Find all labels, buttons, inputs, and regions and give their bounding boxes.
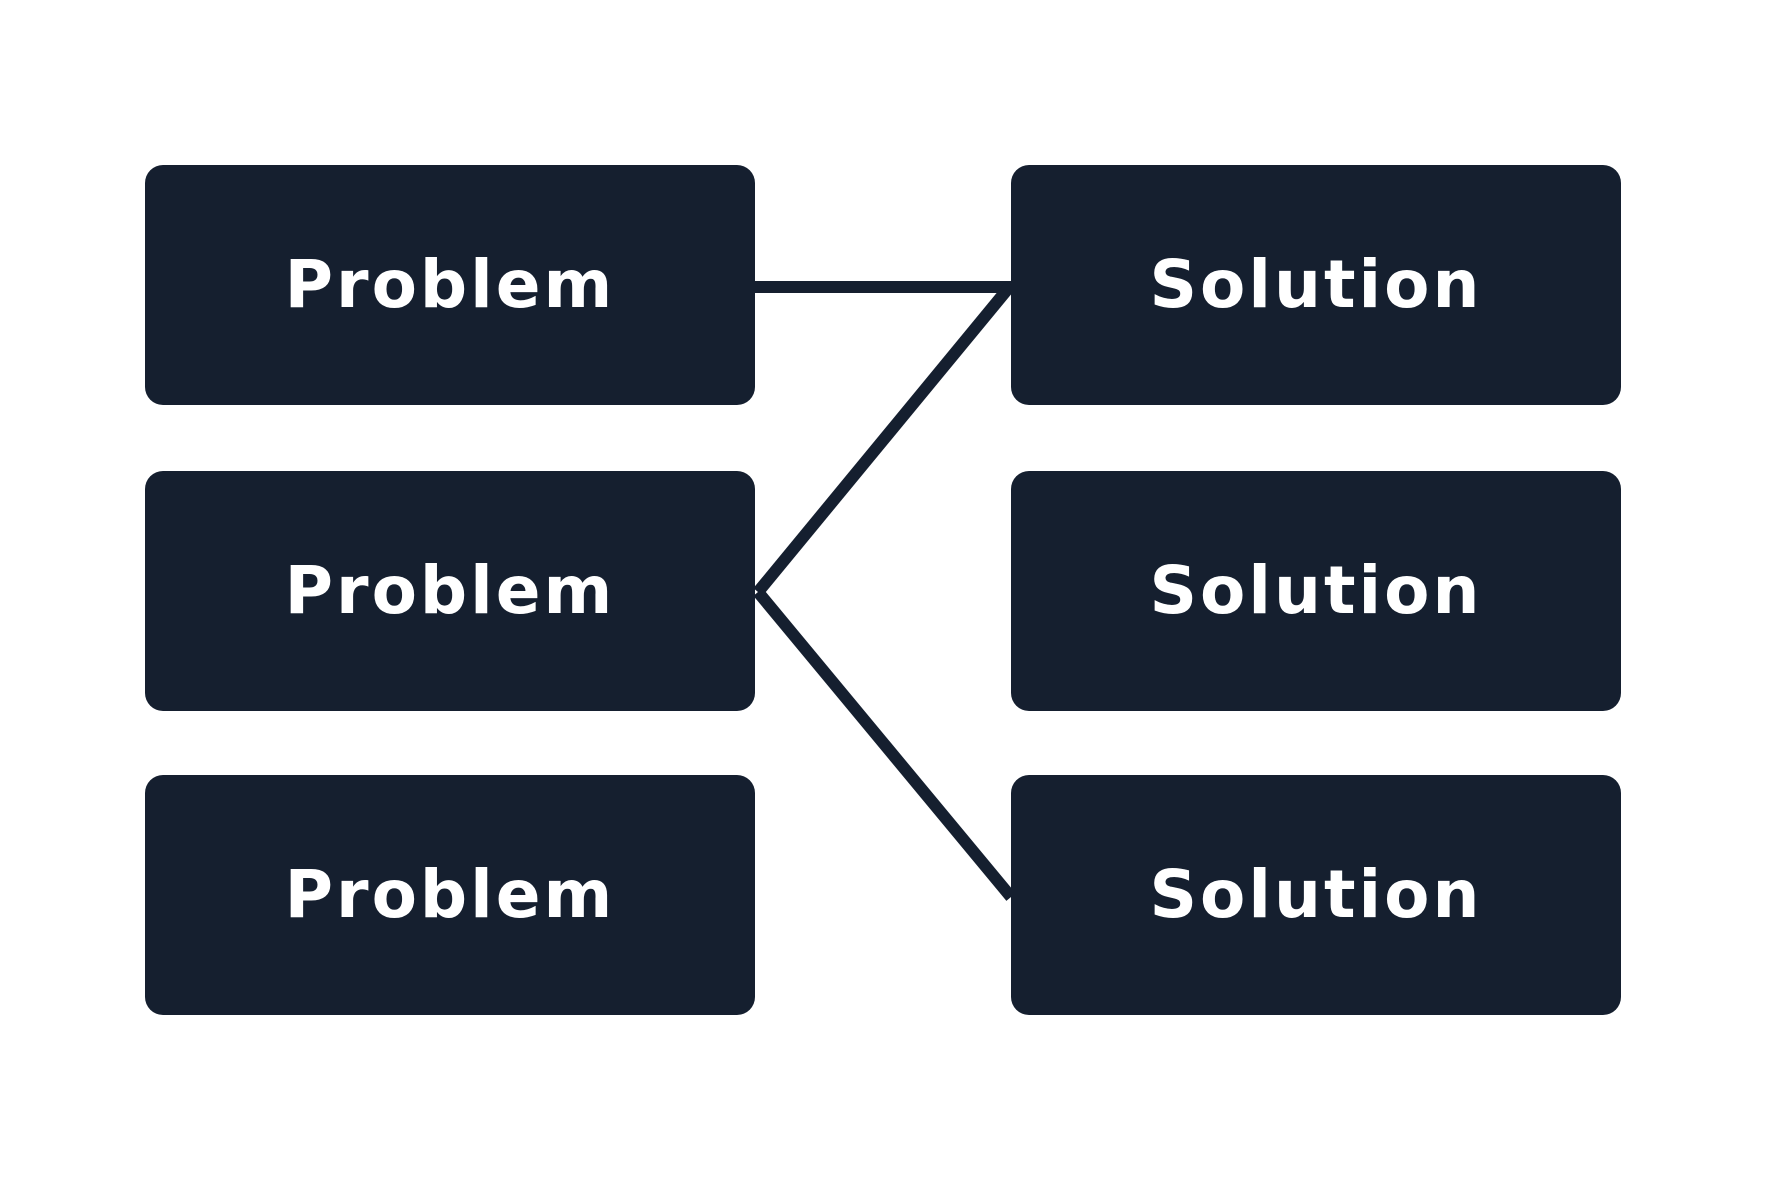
- solution-box-3: Solution: [1011, 775, 1621, 1015]
- problem-box-1: Problem: [145, 165, 755, 405]
- problem-label: Problem: [284, 856, 616, 933]
- problem-box-3: Problem: [145, 775, 755, 1015]
- connector-problem-2-solution-3: [753, 588, 1016, 901]
- problem-box-2: Problem: [145, 471, 755, 711]
- solution-label: Solution: [1149, 856, 1483, 933]
- problem-label: Problem: [284, 246, 616, 323]
- problem-label: Problem: [284, 552, 616, 629]
- connector-problem-2-solution-1: [753, 281, 1016, 596]
- solution-box-1: Solution: [1011, 165, 1621, 405]
- solution-label: Solution: [1149, 246, 1483, 323]
- solution-label: Solution: [1149, 552, 1483, 629]
- solution-box-2: Solution: [1011, 471, 1621, 711]
